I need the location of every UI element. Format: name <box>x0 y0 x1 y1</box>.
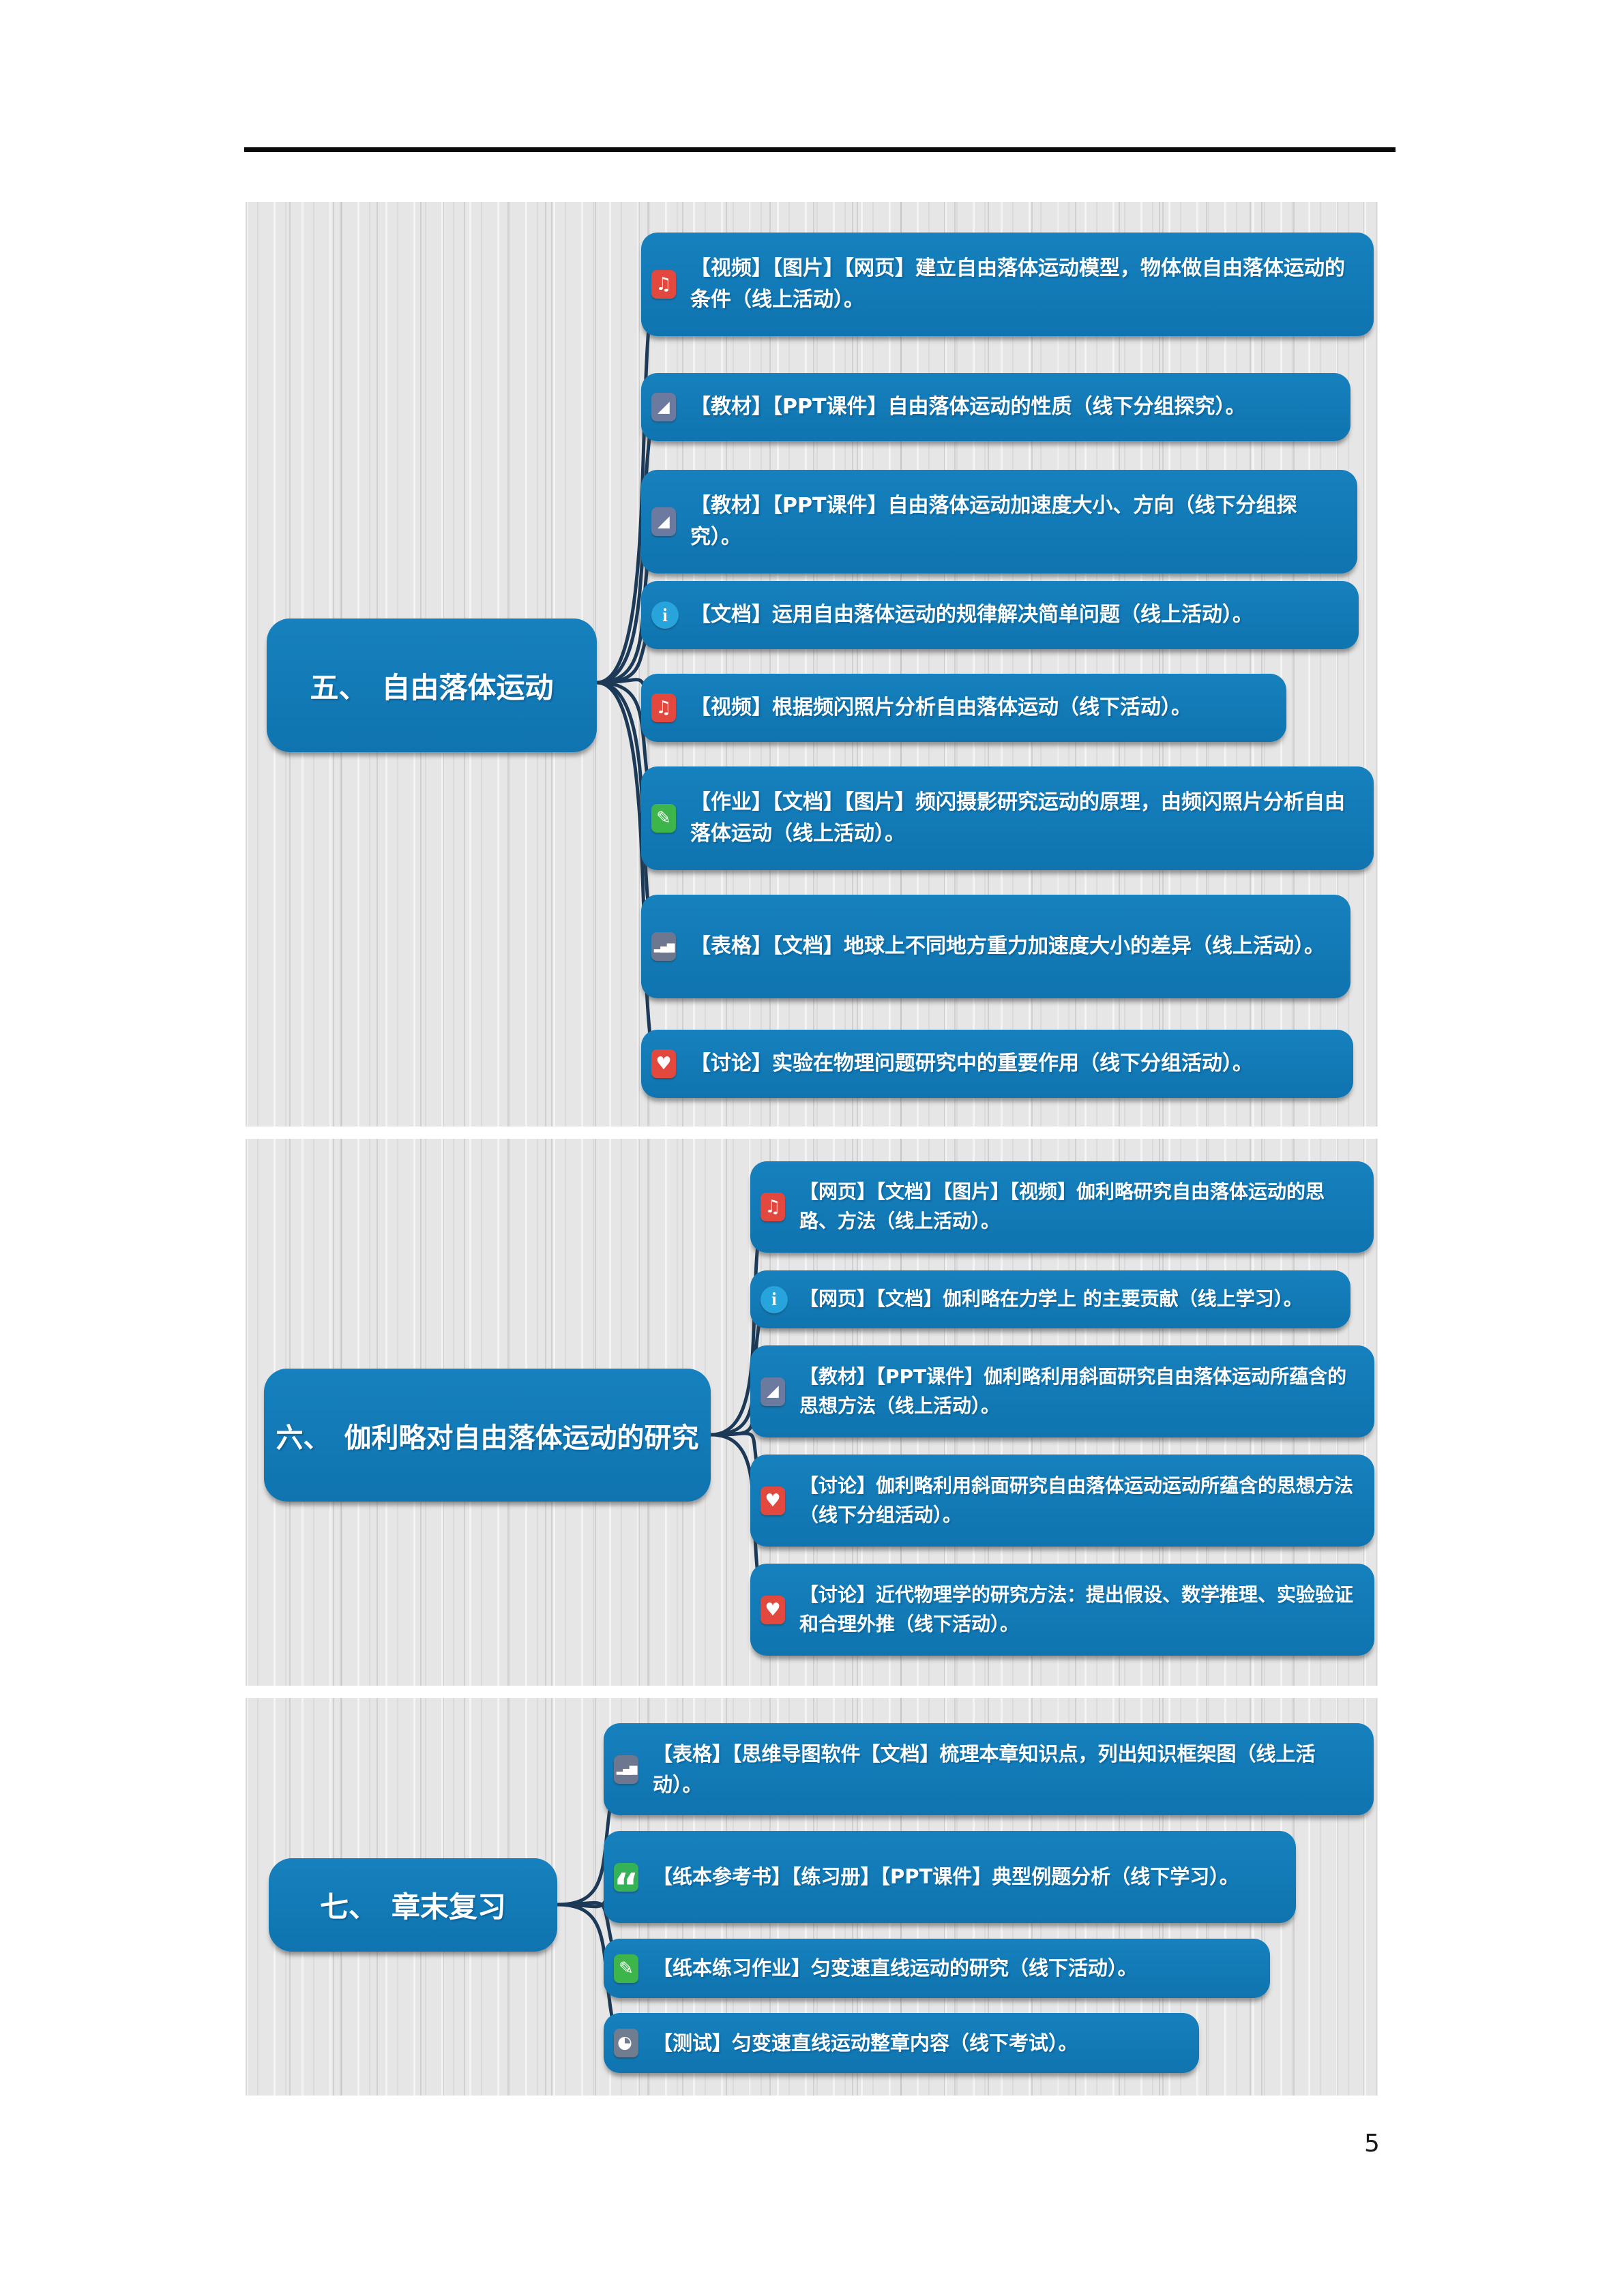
branch-node-label: 【网页】【文档】伽利略在力学上 的主要贡献（线上学习）。 <box>799 1287 1303 1311</box>
pencil-icon: ✎ <box>651 804 676 833</box>
branch-node-label: 【教材】【PPT课件】伽利略利用斜面研究自由落体运动所蕴含的思想方法（线上活动）… <box>799 1365 1347 1417</box>
area-chart-icon: ◢ <box>651 393 676 421</box>
mindmap-branch-node: ♥ 【讨论】伽利略利用斜面研究自由落体运动运动所蕴含的思想方法（线下分组活动）。 <box>750 1455 1374 1547</box>
branch-node-label: 【文档】运用自由落体运动的规律解决简单问题（线上活动）。 <box>690 603 1253 627</box>
bar-chart-icon: ▂▄▆ <box>651 932 676 961</box>
music-note-icon: ♫ <box>651 694 676 722</box>
info-icon: i <box>651 601 679 629</box>
branch-node-label: 【视频】根据频闪照片分析自由落体运动（线下活动）。 <box>690 696 1192 720</box>
mindmap-panel-1: 五、 自由落体运动 ♫ 【视频】【图片】【网页】建立自由落体运动模型，物体做自由… <box>246 202 1378 1127</box>
branch-node-label: 【测试】匀变速直线运动整章内容（线下考试）。 <box>653 2031 1078 2055</box>
mindmap-branch-node: ◢ 【教材】【PPT课件】自由落体运动加速度大小、方向（线下分组探究）。 <box>641 470 1357 573</box>
mindmap-root-node: 七、 章末复习 <box>269 1858 557 1952</box>
branch-node-label: 【教材】【PPT课件】自由落体运动加速度大小、方向（线下分组探究）。 <box>690 494 1297 549</box>
mindmap-branch-node: ♫ 【视频】根据频闪照片分析自由落体运动（线下活动）。 <box>641 674 1286 742</box>
mindmap-branch-node: ◢ 【教材】【PPT课件】伽利略利用斜面研究自由落体运动所蕴含的思想方法（线上活… <box>750 1345 1374 1437</box>
mindmap-branch-node: ◢ 【教材】【PPT课件】自由落体运动的性质（线下分组探究）。 <box>641 373 1350 441</box>
root-node-label: 五、 自由落体运动 <box>310 670 554 704</box>
mindmap-branch-node: ◕ 【测试】匀变速直线运动整章内容（线下考试）。 <box>604 2013 1199 2073</box>
mindmap-branch-node: i 【网页】【文档】伽利略在力学上 的主要贡献（线上学习）。 <box>750 1270 1350 1328</box>
header-rule <box>244 147 1396 152</box>
bar-chart-icon: ▂▄▆ <box>614 1755 638 1784</box>
pencil-icon: ✎ <box>614 1954 638 1983</box>
branch-node-label: 【表格】【思维导图软件【文档】梳理本章知识点，列出知识框架图（线上活动）。 <box>653 1742 1316 1796</box>
root-node-label: 七、 章末复习 <box>319 1890 506 1924</box>
music-note-icon: ♫ <box>761 1193 785 1221</box>
mindmap-branch-node: ✎ 【纸本练习作业】匀变速直线运动的研究（线下活动）。 <box>604 1939 1270 1998</box>
branch-node-label: 【讨论】实验在物理问题研究中的重要作用（线下分组活动）。 <box>690 1052 1253 1076</box>
branch-node-label: 【讨论】近代物理学的研究方法：提出假设、数学推理、实验验证和合理外推（线下活动）… <box>799 1583 1354 1635</box>
mindmap-panel-3: 七、 章末复习 ▂▄▆ 【表格】【思维导图软件【文档】梳理本章知识点，列出知识框… <box>246 1698 1378 2096</box>
heart-icon: ♥ <box>761 1486 785 1515</box>
mindmap-branch-node: ✎ 【作业】【文档】【图片】频闪摄影研究运动的原理，由频闪照片分析自由落体运动（… <box>641 766 1374 870</box>
mindmap-root-node: 五、 自由落体运动 <box>267 618 597 752</box>
branch-node-label: 【纸本参考书】【练习册】【PPT课件】典型例题分析（线下学习）。 <box>653 1865 1239 1889</box>
branch-node-label: 【教材】【PPT课件】自由落体运动的性质（线下分组探究）。 <box>690 395 1246 419</box>
branch-node-label: 【表格】【文档】地球上不同地方重力加速度大小的差异（线上活动）。 <box>690 934 1325 959</box>
heart-icon: ♥ <box>651 1049 676 1078</box>
quote-icon: “ <box>614 1862 638 1892</box>
mindmap-branch-node: ▂▄▆ 【表格】【文档】地球上不同地方重力加速度大小的差异（线上活动）。 <box>641 895 1350 998</box>
branch-node-label: 【作业】【文档】【图片】频闪摄影研究运动的原理，由频闪照片分析自由落体运动（线上… <box>690 790 1345 846</box>
branch-node-label: 【纸本练习作业】匀变速直线运动的研究（线下活动）。 <box>653 1956 1138 1980</box>
branch-node-label: 【网页】【文档】【图片】【视频】伽利略研究自由落体运动的思路、方法（线上活动）。 <box>799 1180 1325 1232</box>
branch-node-label: 【视频】【图片】【网页】建立自由落体运动模型，物体做自由落体运动的条件（线上活动… <box>690 256 1345 312</box>
mindmap-branch-node: “ 【纸本参考书】【练习册】【PPT课件】典型例题分析（线下学习）。 <box>604 1831 1296 1923</box>
pie-chart-icon: ◕ <box>614 2029 638 2057</box>
music-note-icon: ♫ <box>651 270 676 299</box>
info-icon: i <box>761 1285 788 1313</box>
mindmap-branch-node: ♥ 【讨论】近代物理学的研究方法：提出假设、数学推理、实验验证和合理外推（线下活… <box>750 1564 1374 1656</box>
page-number: 5 <box>1364 2130 1380 2158</box>
mindmap-branch-node: ♥ 【讨论】实验在物理问题研究中的重要作用（线下分组活动）。 <box>641 1030 1353 1098</box>
root-node-label: 六、 伽利略对自由落体运动的研究 <box>276 1422 699 1454</box>
mindmap-branch-node: ▂▄▆ 【表格】【思维导图软件【文档】梳理本章知识点，列出知识框架图（线上活动）… <box>604 1723 1374 1815</box>
mindmap-branch-node: i 【文档】运用自由落体运动的规律解决简单问题（线上活动）。 <box>641 581 1359 649</box>
mindmap-panel-2: 六、 伽利略对自由落体运动的研究 ♫ 【网页】【文档】【图片】【视频】伽利略研究… <box>246 1139 1378 1686</box>
mindmap-root-node: 六、 伽利略对自由落体运动的研究 <box>264 1369 711 1502</box>
mindmap-branch-node: ♫ 【视频】【图片】【网页】建立自由落体运动模型，物体做自由落体运动的条件（线上… <box>641 233 1374 336</box>
area-chart-icon: ◢ <box>761 1377 785 1406</box>
area-chart-icon: ◢ <box>651 507 676 536</box>
heart-icon: ♥ <box>761 1595 785 1624</box>
mindmap-branch-node: ♫ 【网页】【文档】【图片】【视频】伽利略研究自由落体运动的思路、方法（线上活动… <box>750 1161 1374 1253</box>
branch-node-label: 【讨论】伽利略利用斜面研究自由落体运动运动所蕴含的思想方法（线下分组活动）。 <box>799 1474 1354 1526</box>
